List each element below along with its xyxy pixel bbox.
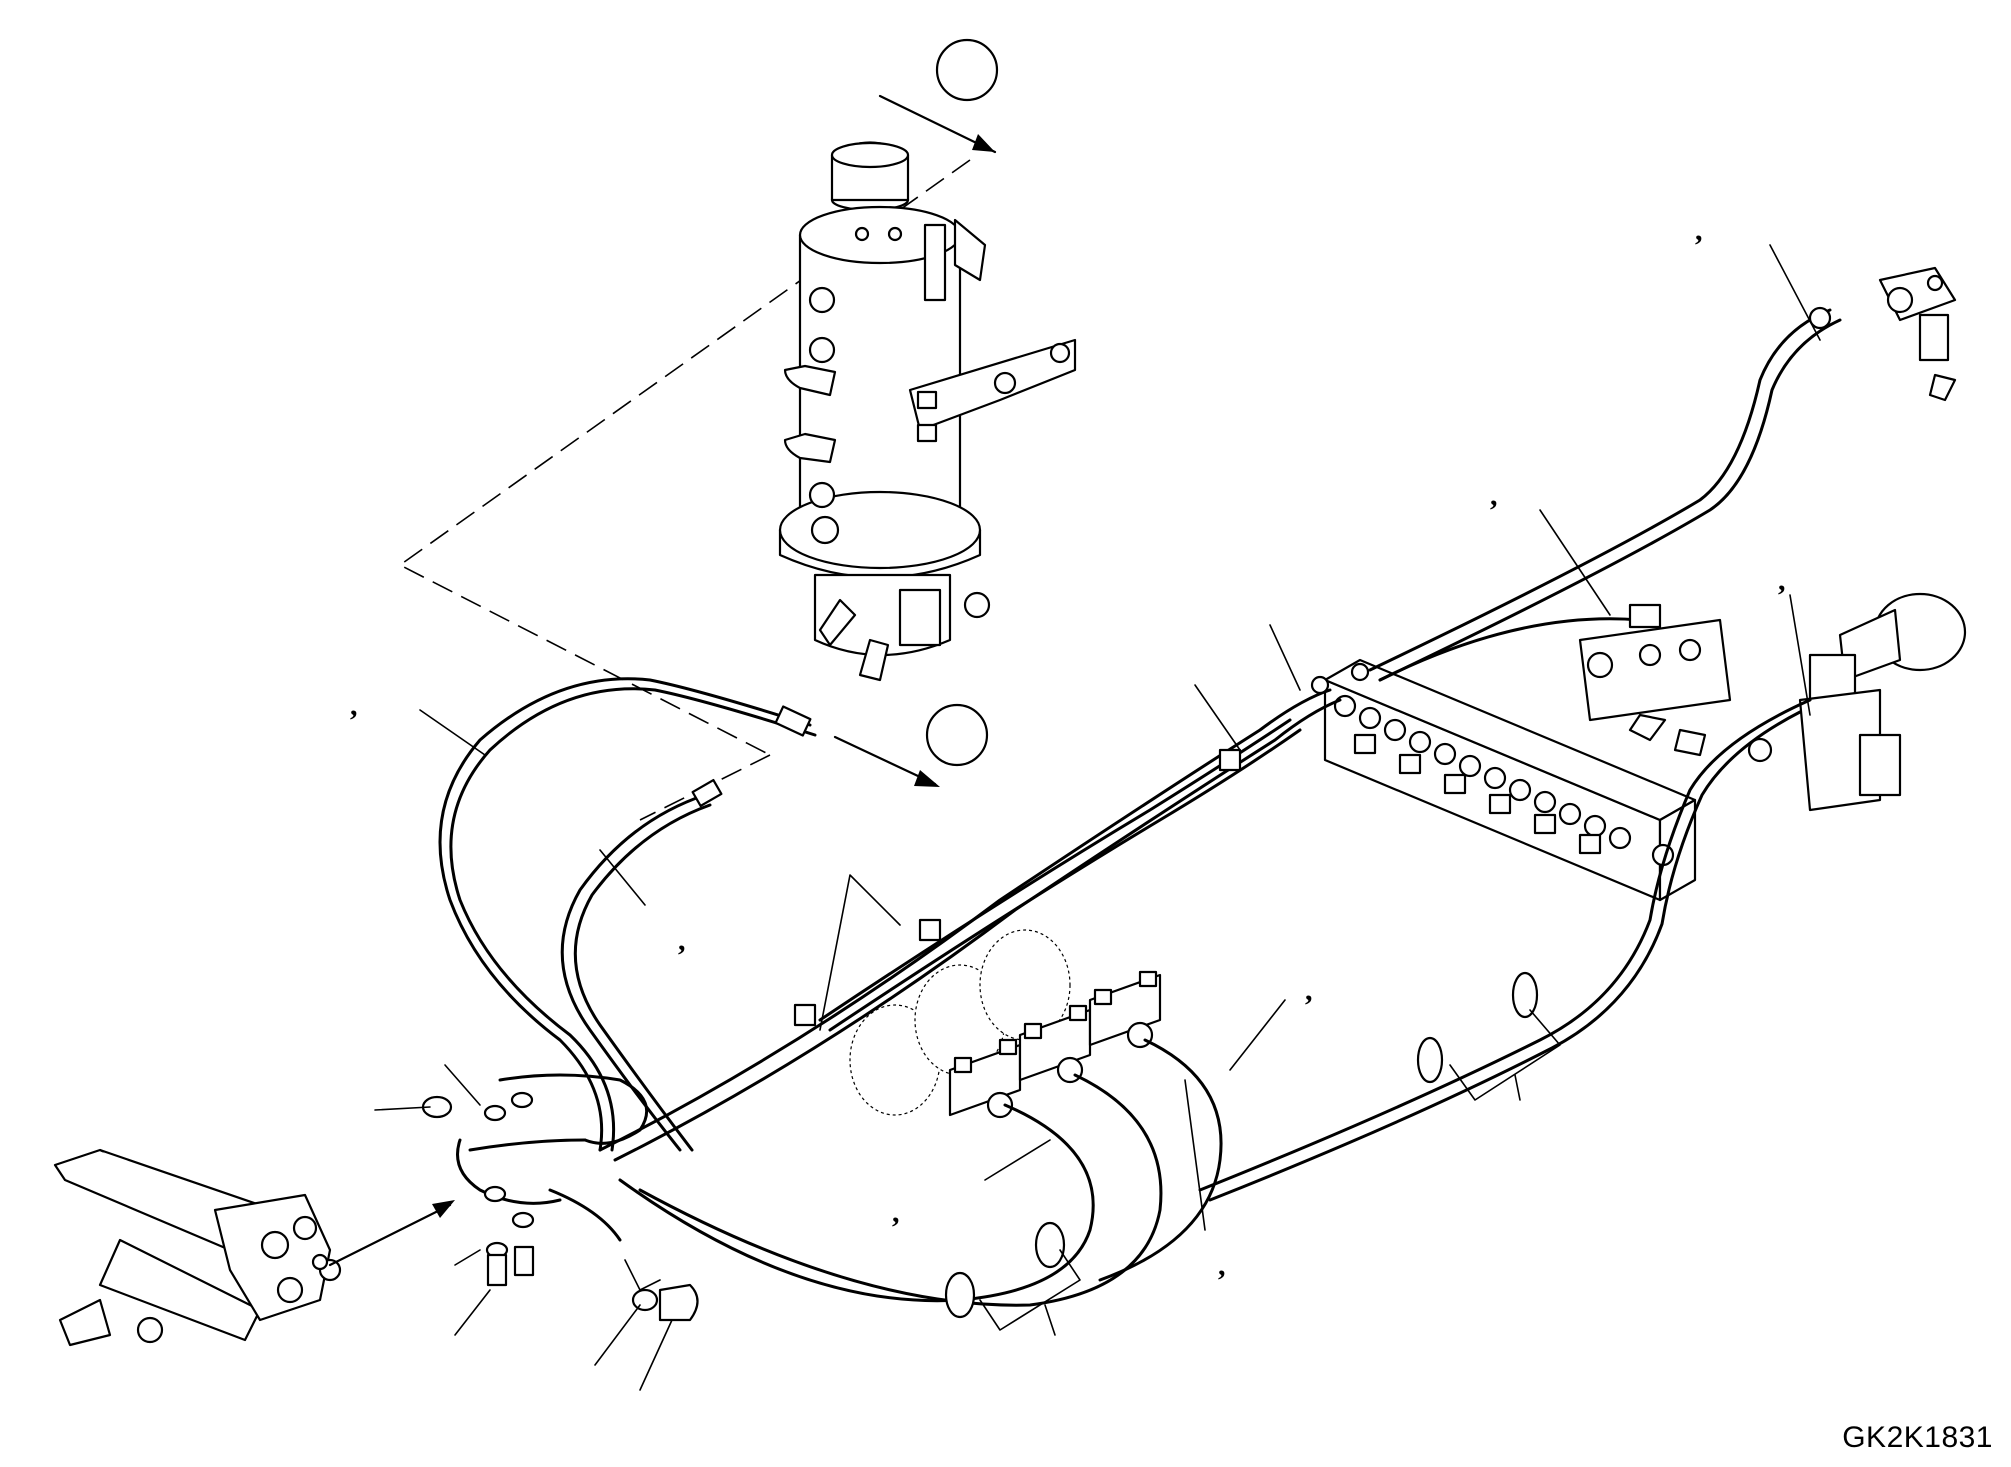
callout-mark: ,: [678, 924, 686, 957]
figure-code: GK2K1831: [1842, 1421, 1993, 1454]
callout-mark: ,: [1778, 564, 1786, 597]
reference-circle-b: [833, 703, 989, 787]
reference-circle-a: [878, 38, 999, 154]
control-valve-block: [1323, 658, 1697, 902]
swivel-joint: [778, 141, 1077, 682]
callout-mark: ,: [892, 1196, 900, 1229]
travel-pedal-valve: [53, 1148, 455, 1347]
callout-mark: ,: [1490, 479, 1498, 512]
upper-right-fitting: [1878, 266, 1957, 402]
callout-marks: , , , , , , , ,: [350, 214, 1786, 1282]
callout-mark: ,: [1305, 974, 1313, 1007]
hose-routing: [438, 306, 1842, 1319]
callout-mark: ,: [1218, 1249, 1226, 1282]
callout-mark: ,: [1695, 214, 1703, 247]
ppc-valve-right: [1578, 592, 1967, 812]
solenoid-valve-assembly: [849, 929, 1162, 1119]
leader-lines: [374, 244, 1821, 1391]
loose-fittings: [421, 1091, 699, 1322]
callout-mark: ,: [350, 689, 358, 722]
